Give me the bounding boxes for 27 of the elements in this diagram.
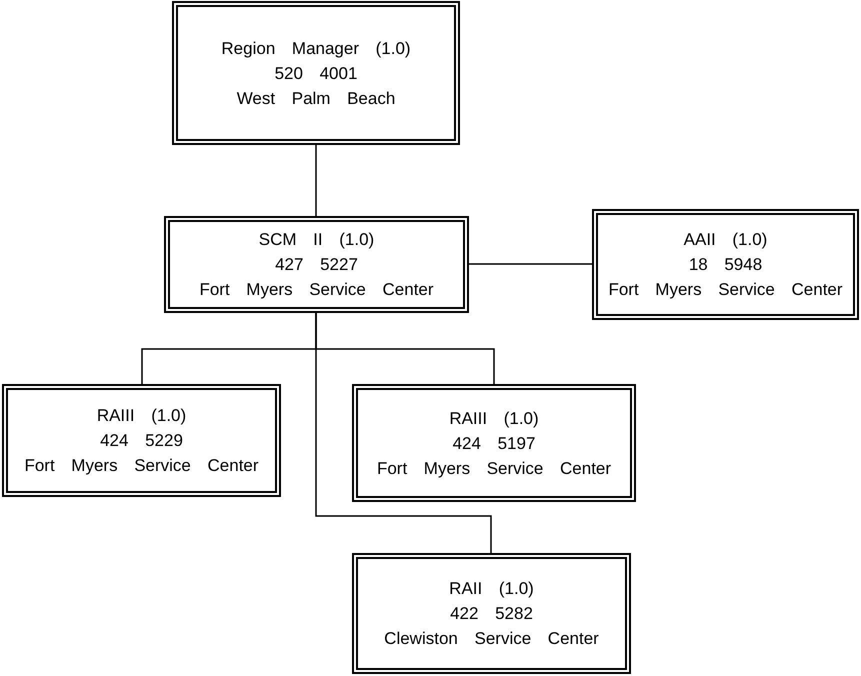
position-text: RAIII (1.0)	[96, 405, 186, 427]
position-text: Region Manager (1.0)	[221, 38, 411, 60]
position-box	[352, 553, 631, 674]
position-text: RAII (1.0)	[449, 578, 534, 600]
position-text: Fort Myers Service Center	[199, 279, 434, 301]
position-text: 18 5948	[688, 254, 762, 276]
position-text: 424 5229	[100, 430, 183, 452]
connector-line	[315, 145, 317, 216]
position-box	[352, 384, 636, 502]
position-text: 520 4001	[274, 62, 358, 84]
position-text: SCM II (1.0)	[258, 229, 374, 251]
position-text: RAIII (1.0)	[449, 408, 539, 430]
position-text: 427 5227	[275, 254, 358, 276]
position-text: West Palm Beach	[236, 88, 396, 110]
position-box	[164, 216, 469, 313]
position-box	[592, 209, 859, 320]
position-text: 424 5197	[452, 432, 536, 454]
connector-line	[469, 263, 592, 265]
position-text: 422 5282	[450, 603, 533, 625]
position-text: Fort Myers Service Center	[376, 458, 612, 480]
position-text: AAII (1.0)	[684, 229, 768, 251]
position-text: Clewiston Service Center	[384, 628, 599, 650]
connector-line	[315, 313, 492, 553]
position-text: Fort Myers Service Center	[24, 455, 259, 477]
position-box	[2, 384, 281, 497]
position-box	[172, 1, 460, 145]
position-text: Fort Myers Service Center	[608, 279, 843, 301]
